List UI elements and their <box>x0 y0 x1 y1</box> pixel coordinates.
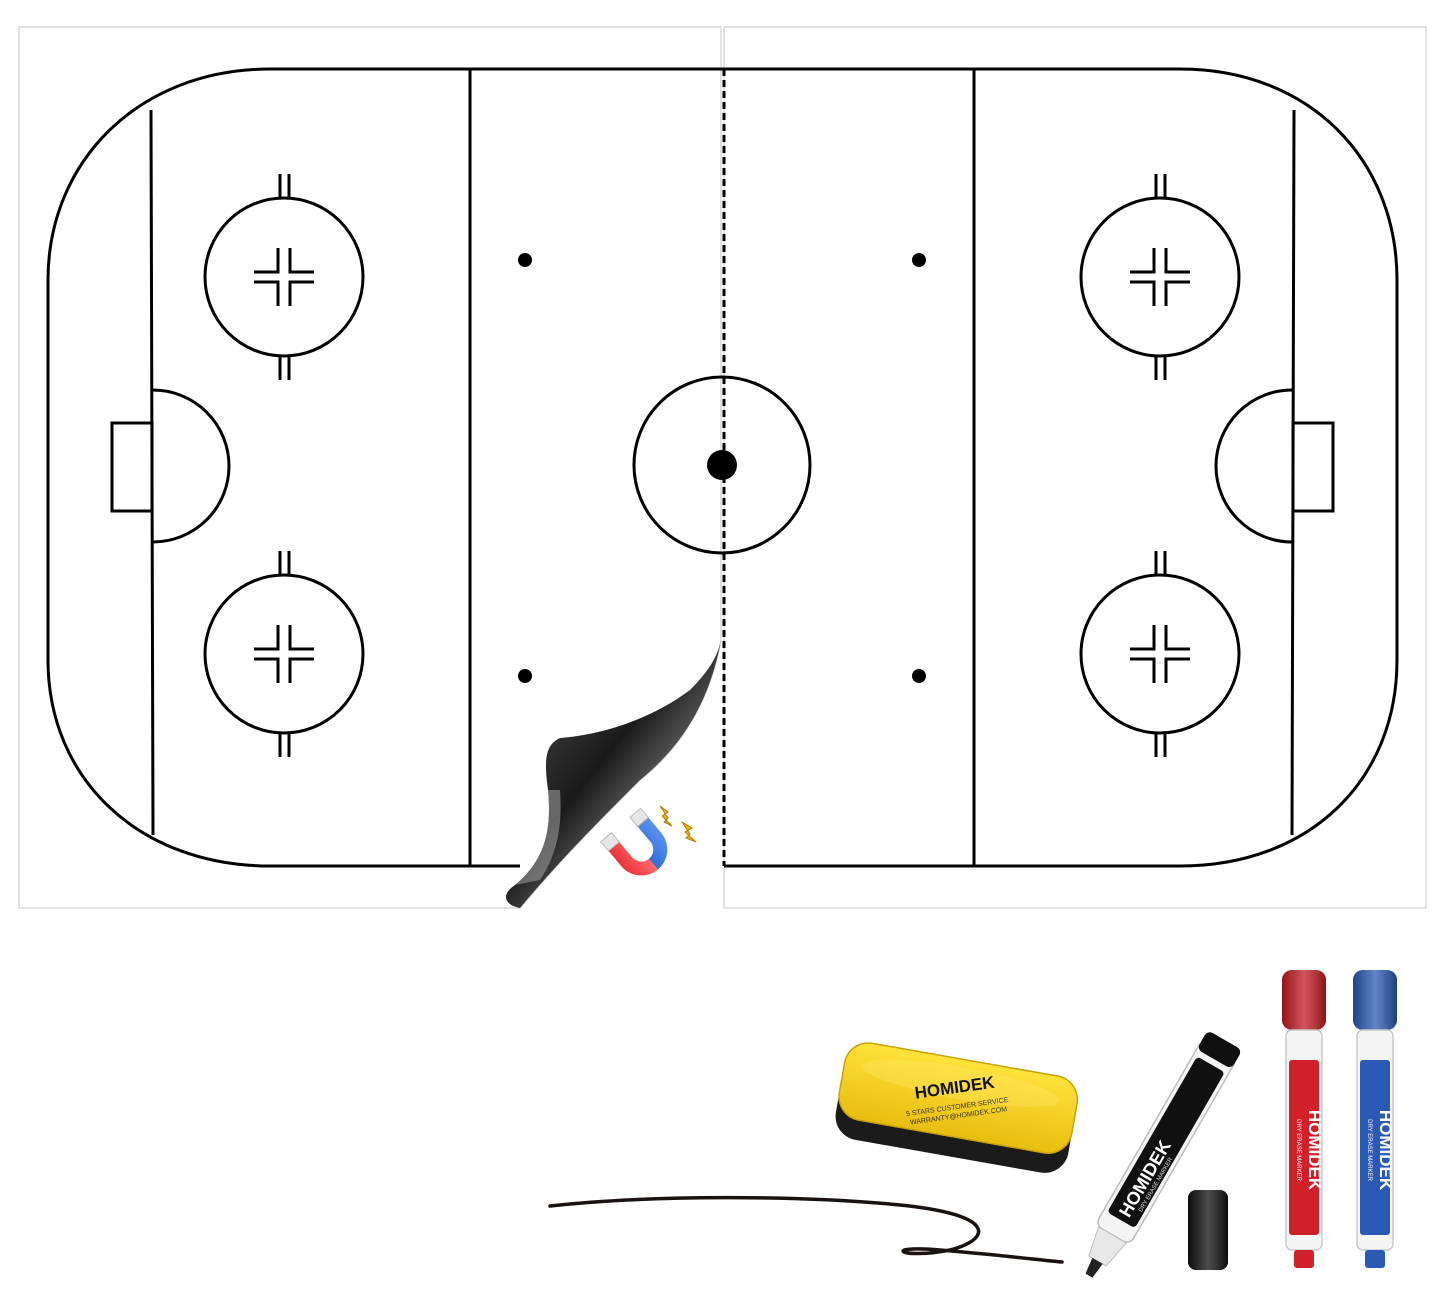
black-marker: HOMIDEK DRY ERASE MARKER <box>1085 1032 1241 1278</box>
hockey-rink <box>46 67 1399 868</box>
blue-marker: HOMIDEK DRY ERASE MARKER <box>1353 970 1397 1268</box>
goal-crease-left <box>152 388 231 544</box>
neutral-dot <box>912 669 926 683</box>
marker-scribble <box>548 1195 1064 1264</box>
blue-marker-brand: HOMIDEK <box>1376 1110 1395 1191</box>
marker-cap <box>1188 1190 1228 1270</box>
eraser: HOMIDEK 5 STARS CUSTOMER SERVICE WARRANT… <box>835 1042 1079 1173</box>
faceoff-circle <box>203 551 365 757</box>
neutral-dot <box>912 253 926 267</box>
neutral-dot <box>518 669 532 683</box>
center-circle <box>632 375 812 555</box>
faceoff-circle <box>203 174 365 380</box>
right-board-sheet <box>723 26 1427 909</box>
red-marker-brand: HOMIDEK <box>1305 1110 1324 1191</box>
magnet-icon <box>600 807 668 876</box>
red-marker-label: DRY ERASE MARKER <box>1295 1119 1301 1181</box>
blue-marker-label: DRY ERASE MARKER <box>1366 1119 1372 1181</box>
curled-corner <box>505 640 721 908</box>
faceoff-circle <box>1079 174 1241 380</box>
goal-crease-right <box>1214 388 1293 544</box>
faceoff-circle <box>1079 551 1241 757</box>
rink-outline-right <box>724 67 1399 868</box>
rink-outline-left <box>46 67 724 868</box>
center-faceoff-dot <box>707 450 737 480</box>
lightning-icon <box>659 805 697 843</box>
red-marker: HOMIDEK DRY ERASE MARKER <box>1282 970 1326 1268</box>
goal-net-right <box>1291 421 1335 513</box>
goal-net-left <box>110 421 154 513</box>
neutral-dot <box>518 253 532 267</box>
